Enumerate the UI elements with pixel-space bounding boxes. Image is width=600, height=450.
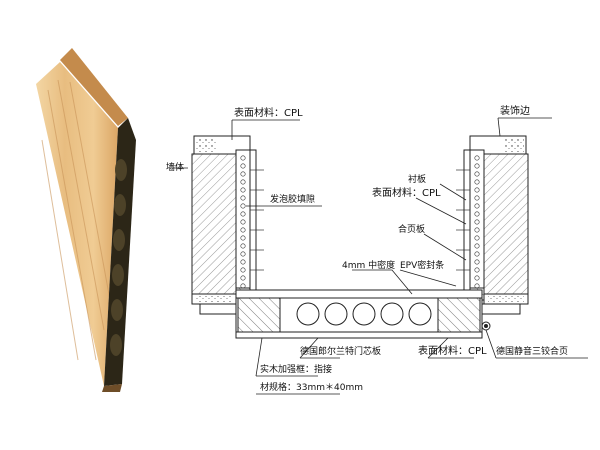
door-leaf-section	[235, 289, 483, 339]
door-sample-image	[36, 48, 136, 392]
label-density: 4mm 中密度	[342, 259, 395, 271]
wall-block-right	[483, 153, 529, 295]
core-hole	[296, 302, 320, 326]
core-hole	[380, 302, 404, 326]
core-hole	[324, 302, 348, 326]
label-surface-mid: 表面材料：CPL	[372, 186, 441, 199]
core-hole	[352, 302, 376, 326]
label-core: 德国郎尔兰特门芯板	[300, 345, 381, 357]
label-wall: 墙体	[166, 161, 184, 173]
label-liner: 衬板	[408, 173, 426, 185]
label-frame: 实木加强框：指接	[260, 363, 332, 375]
leader-lines	[170, 117, 588, 395]
label-hinge-plate: 合页板	[398, 223, 425, 235]
label-hinge: 德国静音三铰合页	[496, 345, 568, 357]
label-surface-left: 表面材料：CPL	[234, 106, 303, 119]
core-hole	[408, 302, 432, 326]
wall-block-left	[191, 153, 237, 295]
label-spec: 材规格：33mm＊40mm	[260, 381, 363, 393]
label-trim: 装饰边	[500, 104, 530, 117]
label-surface-bottom: 表面材料：CPL	[418, 344, 487, 357]
left-frame-section	[191, 135, 264, 315]
label-foam: 发泡胶填隙	[270, 193, 315, 205]
label-epv-seal: EPV密封条	[400, 259, 444, 271]
labels: 表面材料：CPL 墙体 发泡胶填隙 装饰边 衬板 表面材料：CPL 合页板 4m…	[166, 104, 568, 393]
